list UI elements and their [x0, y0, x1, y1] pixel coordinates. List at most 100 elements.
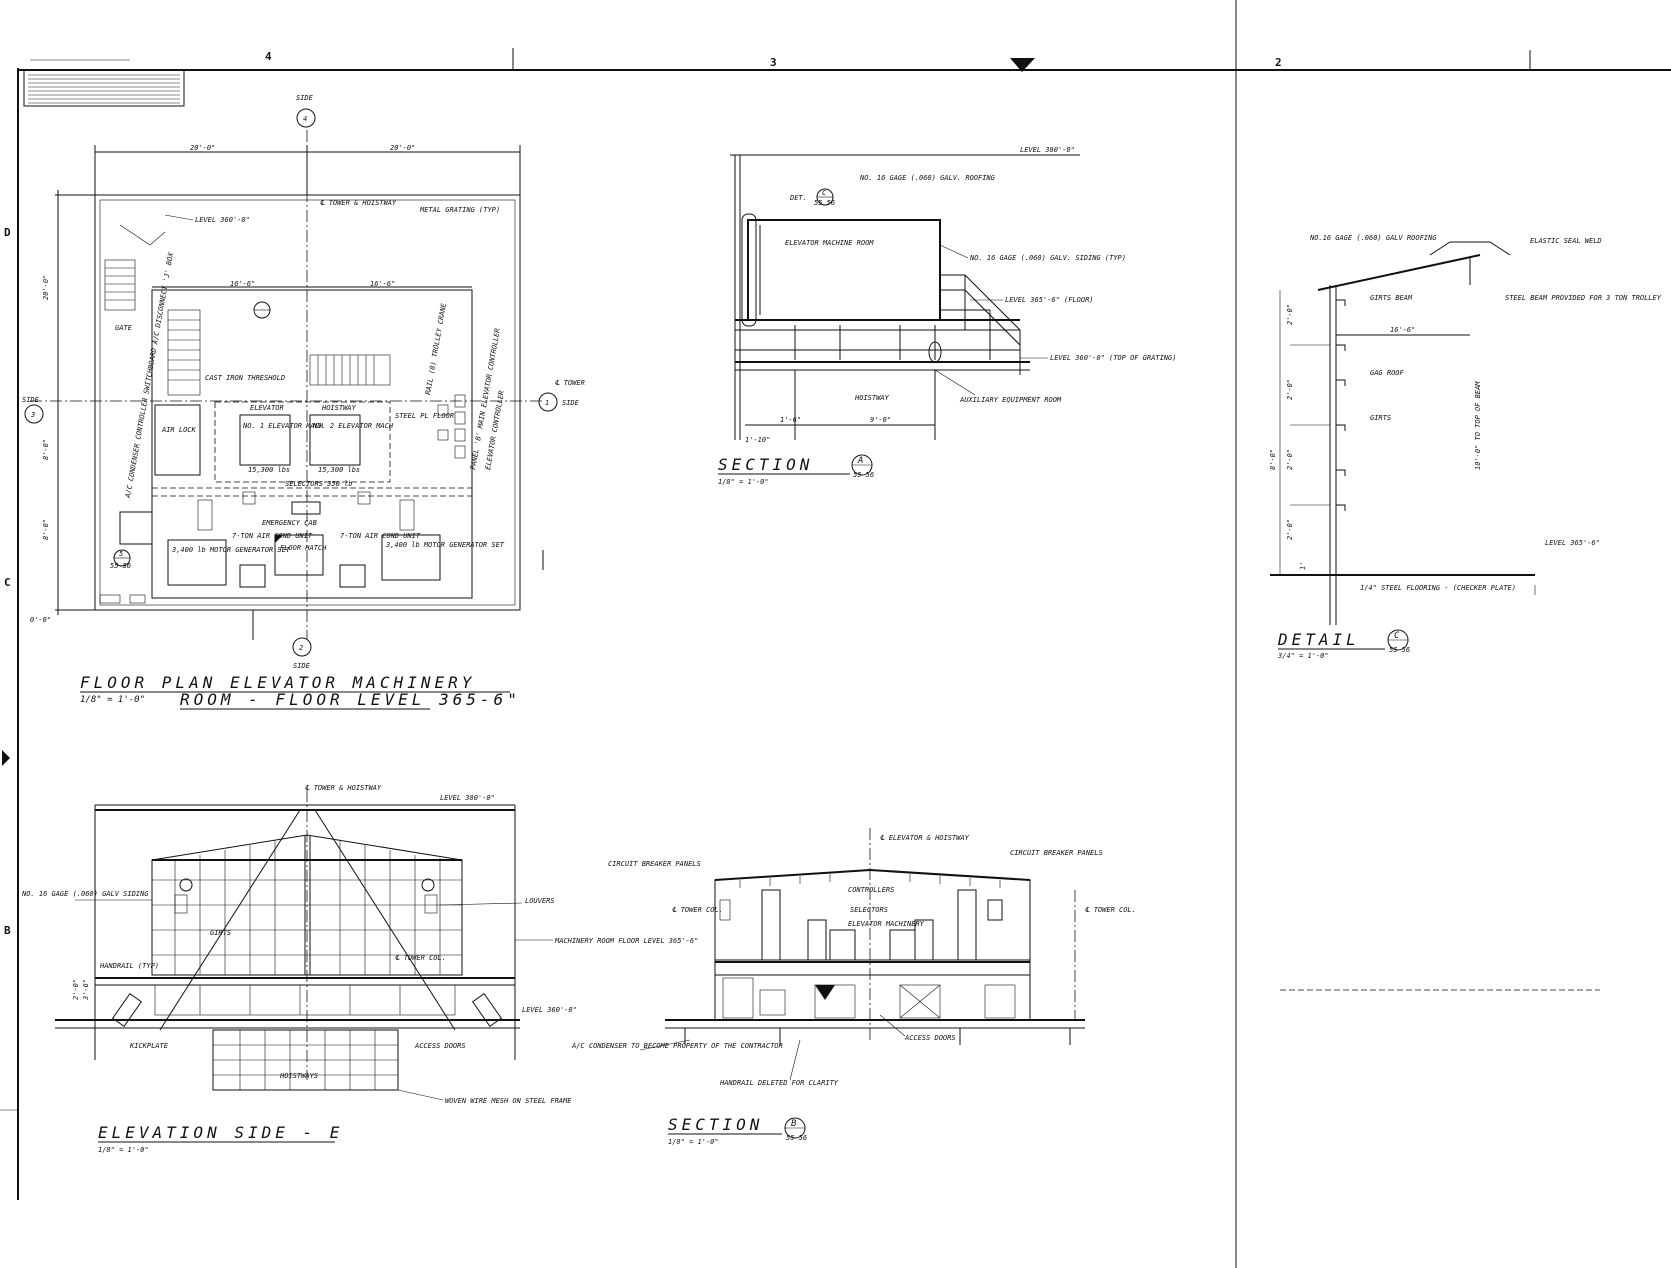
ee-tower-hoistway: ℄ TOWER & HOISTWAY: [305, 784, 382, 792]
dc-floor: 1/4" STEEL FLOORING - (CHECKER PLATE): [1360, 584, 1516, 592]
sa-roofing: NO. 16 GAGE (.060) GALV. ROOFING: [859, 174, 996, 182]
sb-selectors: SELECTORS: [850, 906, 888, 914]
dc-girts: GIRTS: [1370, 414, 1391, 422]
sb-sheet: 55 56: [786, 1134, 807, 1142]
fp-motor-2: 3,400 lb MOTOR GENERATOR SET: [385, 541, 505, 549]
section-b: ℄ ELEVATOR & HOISTWAY CIRCUIT BREAKER PA…: [571, 828, 1136, 1146]
ee-siding: NO. 16 GAGE (.060) GALV SIDING: [21, 890, 149, 898]
fp-title-2: ROOM - FLOOR LEVEL 365-6": [180, 690, 521, 709]
sb-title: SECTION: [668, 1115, 763, 1134]
sb-handrail: HANDRAIL DELETED FOR CLARITY: [719, 1079, 839, 1087]
dc-dim-4: 2'-0": [1286, 449, 1294, 470]
dc-dim-1: 2'-0": [1286, 304, 1294, 325]
sb-controllers: CONTROLLERS: [848, 886, 894, 894]
title-block: [23, 69, 185, 107]
elevation-e: ℄ TOWER & HOISTWAY LEVEL 380'-0" NO. 16 …: [21, 784, 698, 1154]
fp-dim-right: 20'-0": [390, 144, 415, 152]
ee-dim-b: 3'-6": [82, 979, 90, 1001]
sa-room: ELEVATOR MACHINE ROOM: [785, 239, 874, 247]
dc-roofing: NO.16 GAGE (.060) GALV ROOFING: [1309, 234, 1437, 242]
sa-title: SECTION: [718, 455, 813, 474]
detail-c: NO.16 GAGE (.060) GALV ROOFING ELASTIC S…: [1269, 234, 1662, 991]
grid-row-d: D: [4, 226, 11, 239]
sa-det-tag: C: [822, 189, 827, 197]
ee-woven-wire: WOVEN WIRE MESH ON STEEL FRAME: [445, 1097, 572, 1105]
fp-dim-16a: 16'-6": [230, 280, 255, 288]
dc-dim-5: 2'-0": [1286, 519, 1294, 540]
dc-girt: GIRTS BEAM: [1370, 294, 1413, 302]
sa-dim-b: 9'-0": [870, 416, 891, 424]
sb-tower-col-l: ℄ TOWER COL.: [672, 906, 723, 914]
dc-title: DETAIL: [1277, 630, 1360, 649]
fp-level: LEVEL 360'-0": [195, 216, 250, 224]
fp-load-1: 15,300 lbs: [248, 466, 290, 474]
fp-elevator: ELEVATOR: [250, 404, 284, 412]
ee-access-doors: ACCESS DOORS: [414, 1042, 466, 1050]
floor-plan: 20'-0" 20'-0" SIDE 4 20'-0" 8'-0" 8'-0" …: [22, 94, 585, 710]
fp-side-left: SIDE: [22, 396, 40, 404]
sa-siding: NO. 16 GAGE (.060) GALV. SIDING (TYP): [969, 254, 1126, 262]
sb-scale: 1/8" = 1'-0": [668, 1138, 719, 1146]
fp-mach-1: NO. 1 ELEVATOR MACH: [242, 422, 324, 430]
dc-beam: STEEL BEAM PROVIDED FOR 3 TON TROLLEY: [1505, 294, 1662, 302]
fp-tag-right: 1: [545, 399, 549, 407]
sb-breaker-l: CIRCUIT BREAKER PANELS: [608, 860, 701, 868]
fp-air-2: 7-TON AIR COND UNIT: [340, 532, 421, 540]
north-arrow-icon: [1010, 58, 1035, 72]
dc-dim-6: 1': [1299, 562, 1307, 570]
grid-col-2: 2: [1275, 56, 1282, 69]
fp-ref-sheet: 55 56: [110, 562, 131, 570]
fp-gate: GATE: [115, 324, 133, 332]
fp-tag-left: 3: [30, 411, 35, 419]
dc-sheet: 55 56: [1389, 646, 1410, 654]
fp-motor-1: 3,400 lb MOTOR GENERATOR SET: [171, 546, 291, 554]
fp-air-lock: AIR LOCK: [161, 426, 197, 434]
ee-level-top: LEVEL 380'-0": [440, 794, 495, 802]
sb-ac-condenser: A/C CONDENSER TO BECOME PROPERTY OF THE …: [571, 1042, 783, 1050]
fp-emergency: EMERGENCY CAB: [262, 519, 317, 527]
fp-dim-left: 20'-0": [190, 144, 215, 152]
fp-metal-grating: METAL GRATING (TYP): [419, 206, 500, 214]
sb-tower-col-r: ℄ TOWER COL.: [1085, 906, 1136, 914]
sb-breaker-r: CIRCUIT BREAKER PANELS: [1010, 849, 1103, 857]
sb-tag: B: [791, 1119, 797, 1129]
fp-dim-v2: 8'-0": [42, 439, 50, 460]
dc-gag: GAG ROOF: [1370, 369, 1405, 377]
fp-hoistway: HOISTWAY: [321, 404, 357, 412]
sa-hoistway: HOISTWAY: [854, 394, 890, 402]
dc-dim-2: 2'-0": [1286, 379, 1294, 400]
ee-kickplate: KICKPLATE: [129, 1042, 169, 1050]
dc-height: 10'-0" TO TOP OF BEAM: [1474, 381, 1482, 470]
dc-dim-3: 8'-0": [1269, 449, 1277, 470]
sa-dim-c: 1'-10": [745, 436, 770, 444]
fp-scale: 1/8" = 1'-0": [80, 695, 145, 705]
fp-mach-2: NO. 2 ELEVATOR MACH: [312, 422, 394, 430]
ee-level-360: LEVEL 360'-0": [522, 1006, 577, 1014]
section-arrow-icon: [2, 750, 10, 766]
dc-tag: C: [1394, 631, 1400, 641]
fp-tower-hoistway: ℄ TOWER & HOISTWAY: [320, 199, 397, 207]
sa-scale: 1/8" = 1'-0": [718, 478, 769, 486]
grid-col-4: 4: [265, 50, 272, 63]
ee-handrail: HANDRAIL (TYP): [99, 962, 159, 970]
dc-seal: ELASTIC SEAL WELD: [1530, 237, 1602, 245]
fp-trolley: RAIL (8) TROLLEY CRANE: [424, 302, 448, 395]
ee-title: ELEVATION SIDE - E: [98, 1123, 343, 1142]
dc-scale: 3/4" = 1'-0": [1277, 652, 1329, 660]
fp-load-2: 15,300 lbs: [318, 466, 360, 474]
sa-level-grating: LEVEL 360'-0" (TOP OF GRATING): [1050, 354, 1176, 362]
dc-dim-16: 16'-6": [1390, 326, 1415, 334]
grid-row-c: C: [4, 576, 11, 589]
fp-selectors: SELECTORS 350 lb: [285, 480, 352, 488]
fp-controller-l: A/C CONDENSER CONTROLLER SWITCHBOARD A/C…: [124, 251, 175, 499]
ee-hoistways: HOISTWAYS: [279, 1072, 318, 1080]
sa-det: DET.: [789, 194, 807, 202]
ee-scale: 1/8" = 1'-0": [98, 1146, 149, 1154]
fp-hatch: FLOOR HATCH: [280, 544, 327, 552]
ee-louvers: LOUVERS: [525, 897, 555, 905]
grid-col-3: 3: [770, 56, 777, 69]
fp-air-1: 7-TON AIR COND UNIT: [232, 532, 313, 540]
fp-side-top: SIDE: [296, 94, 314, 102]
ee-girt-label: GIRTS: [210, 929, 231, 937]
